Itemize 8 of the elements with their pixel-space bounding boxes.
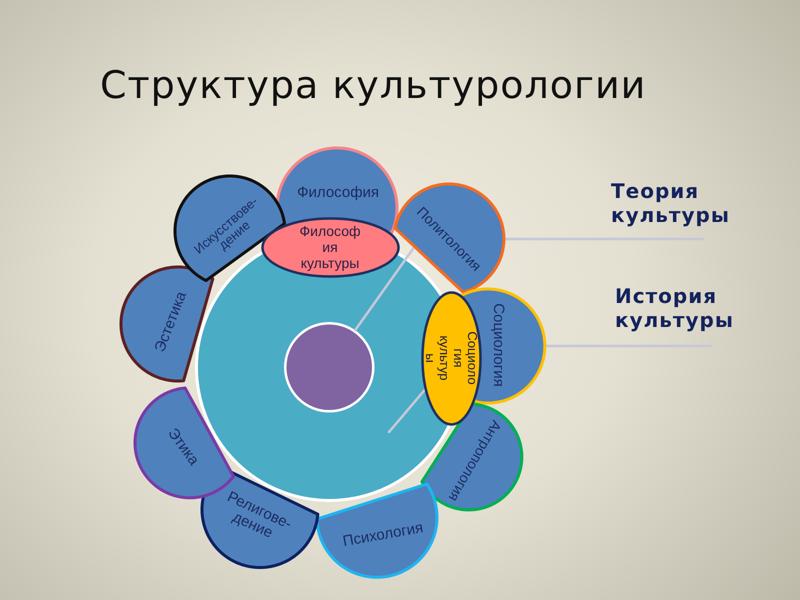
subfield-name: Философ ия культуры (299, 223, 361, 271)
discipline-name: Философия (297, 185, 380, 202)
title: Структура культурологии (100, 63, 646, 109)
discipline-name: Социология (490, 303, 506, 386)
side-heading: История культуры (615, 284, 734, 332)
subfield-name: Социоло гия культур ы (423, 331, 479, 385)
side-heading: Теория культуры (611, 179, 730, 227)
discipline-name: Психология (341, 520, 424, 550)
